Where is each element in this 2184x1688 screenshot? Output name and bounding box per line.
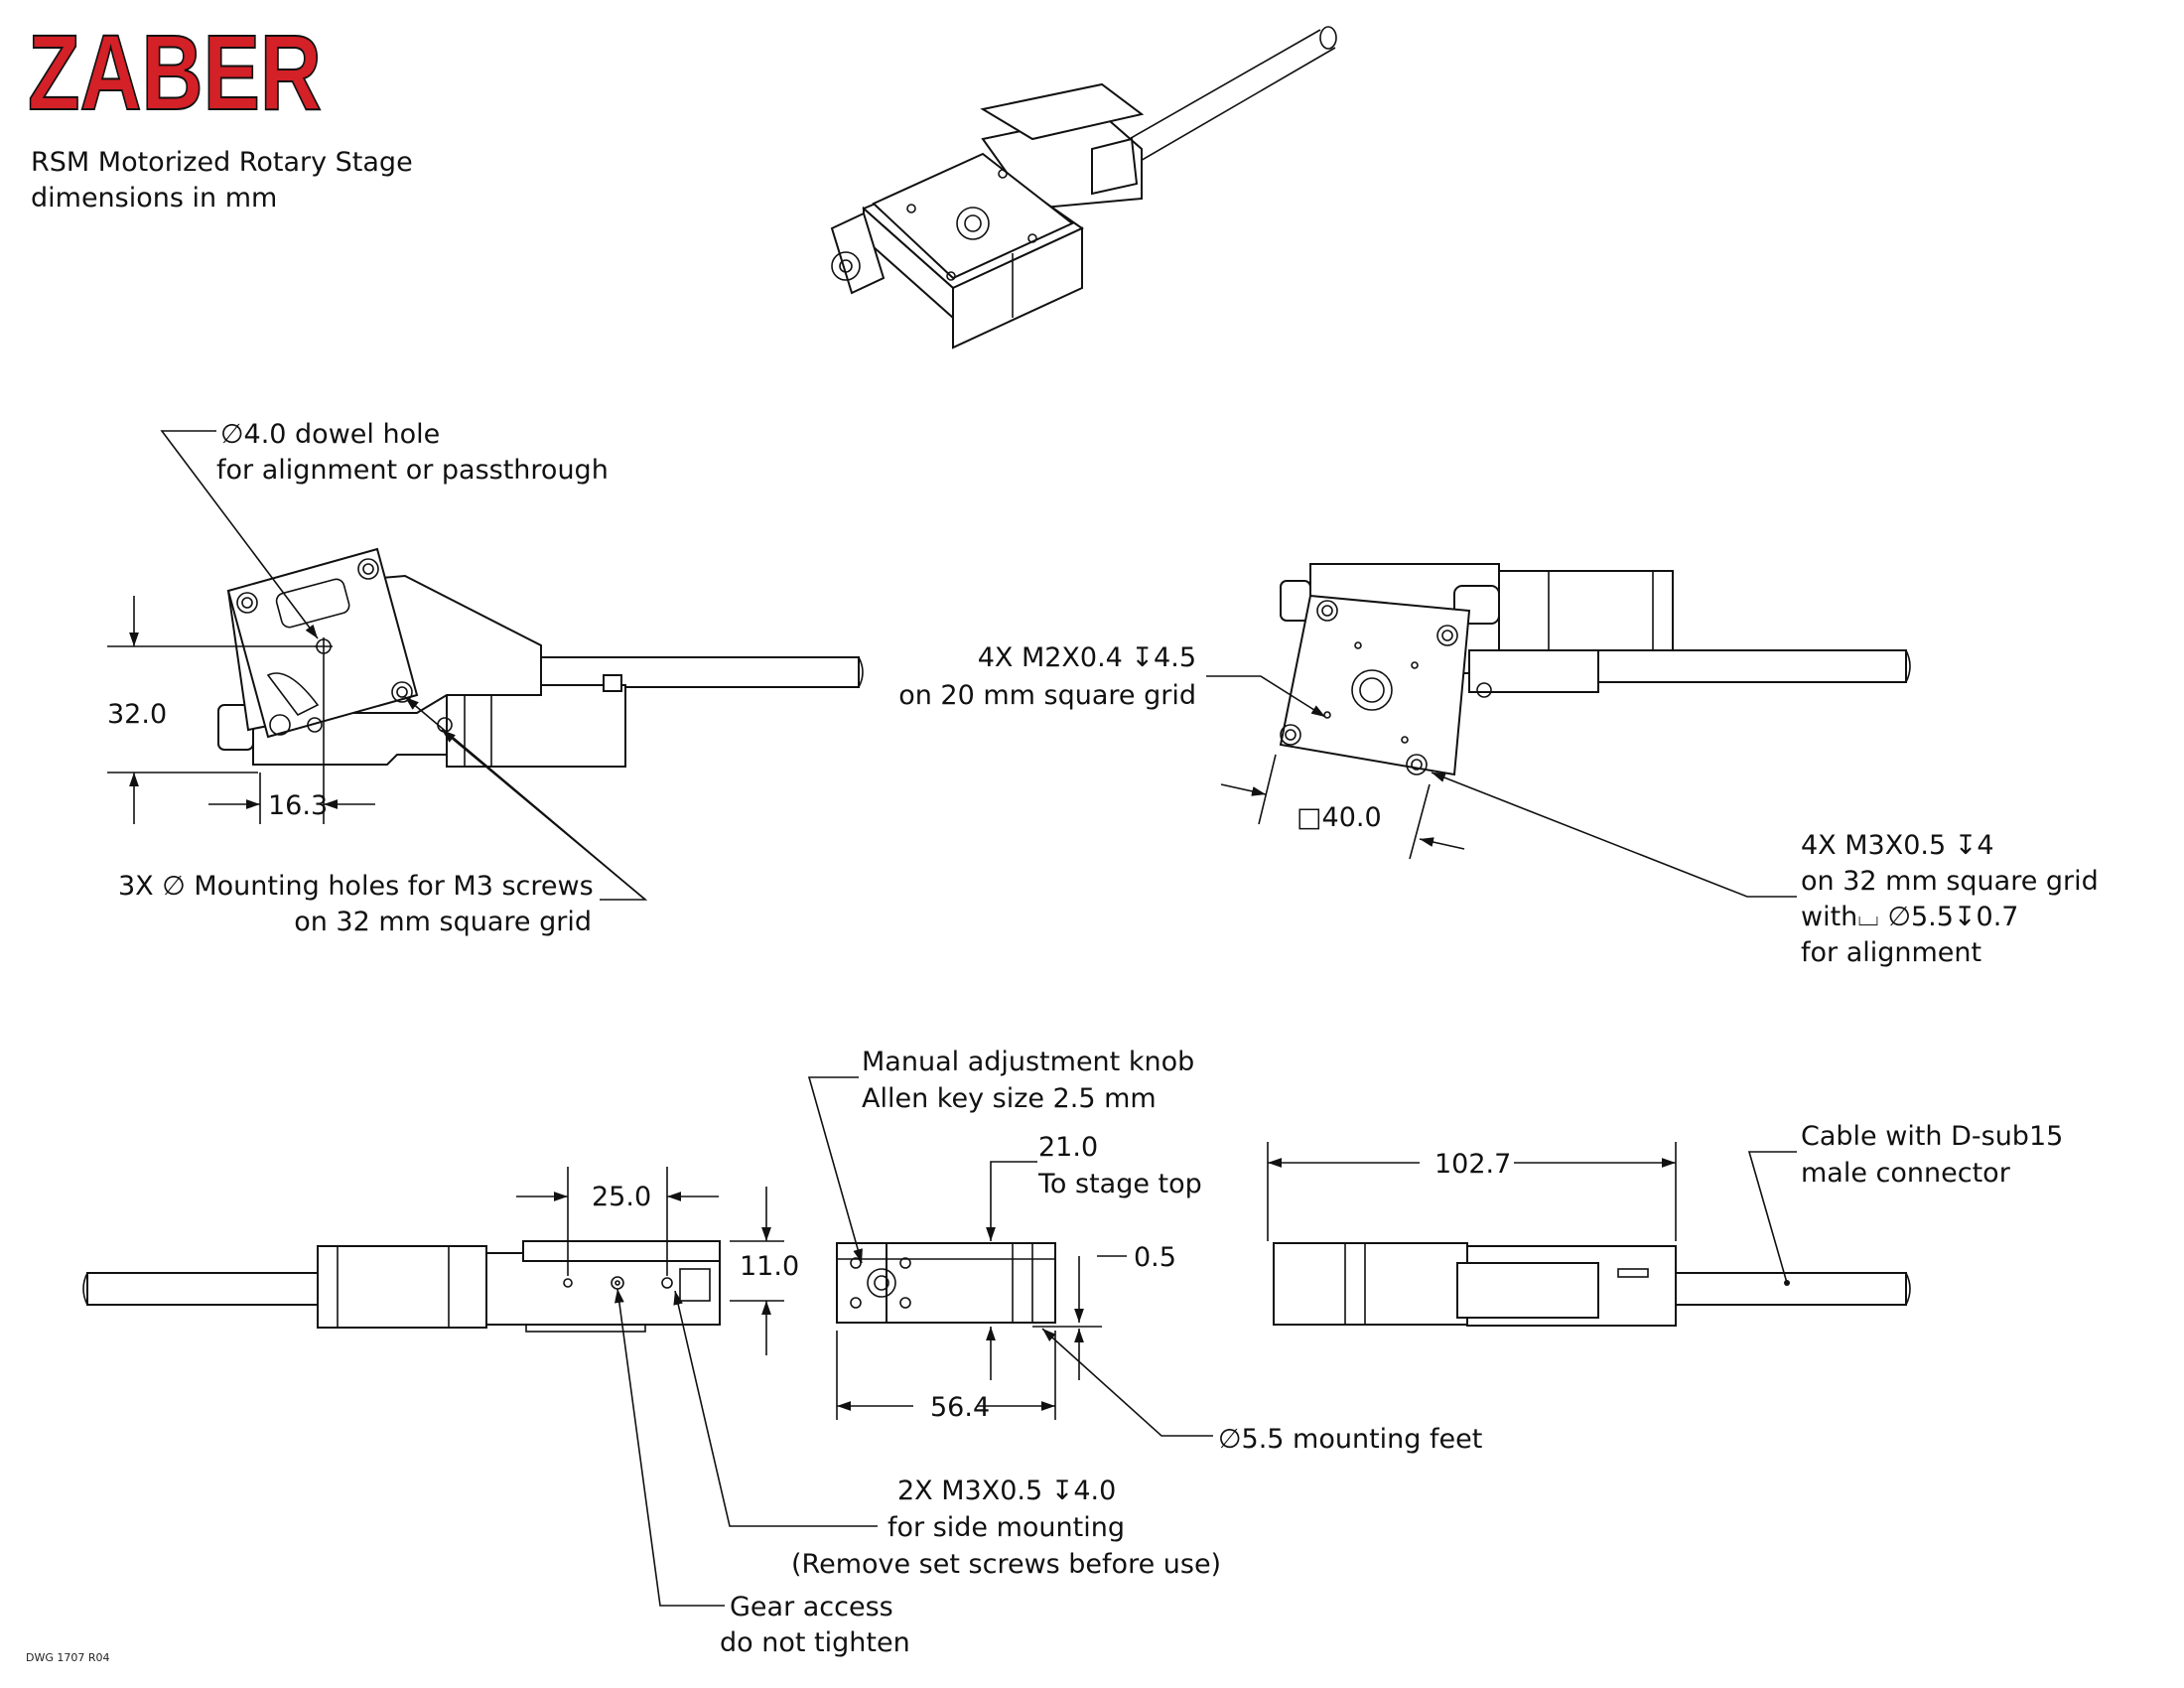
mounting-holes-label-line2: on 32 mm square grid [294,907,592,937]
m2-holes-label-line1: 4X M2X0.4 ↧4.5 [978,642,1196,673]
dim-offset-16-3: 16.3 [268,790,328,821]
isometric-view [830,26,1337,350]
zaber-logo: ZABER [27,11,323,133]
dim-height-32: 32.0 [107,699,167,730]
dim-square-40: □40.0 [1297,802,1382,833]
side-view-right [1273,1242,1911,1327]
dim-11: 11.0 [740,1251,799,1282]
m2-holes-label-line2: on 20 mm square grid [898,680,1196,711]
dowel-hole-label-line2: for alignment or passthrough [216,455,609,486]
mounting-holes-label-line1: 3X ∅ Mounting holes for M3 screws [118,871,594,902]
logo-text: ZABER [28,12,322,132]
dim-25: 25.0 [592,1182,651,1212]
side-left-dimensions: 25.0 11.0 [516,1167,878,1607]
cable-label-line1: Cable with D-sub15 [1801,1121,2063,1152]
dim-stage-top-21: 21.0 [1038,1132,1098,1163]
stage-top-label: To stage top [1037,1169,1202,1199]
side-front-dimensions: Manual adjustment knob Allen key size 2.… [720,1047,1482,1658]
top-view-right [1279,563,1911,776]
top-left-dimensions: 32.0 16.3 ∅4.0 dowel hole for alignment … [107,419,648,937]
cable-label-line2: male connector [1801,1158,2011,1189]
side-mount-label-line2: for side mounting [887,1512,1125,1543]
gear-access-label-line1: Gear access [730,1592,893,1622]
m3-holes-label-line2: on 32 mm square grid [1801,866,2099,897]
knob-label-line2: Allen key size 2.5 mm [862,1083,1157,1114]
side-right-dimensions: 102.7 Cable with D-sub15 male connector [1267,1121,2063,1286]
m3-holes-label-line3: with⌴ ∅5.5↧0.7 [1801,902,2019,932]
m3-holes-label-line4: for alignment [1801,937,1981,968]
dim-05: 0.5 [1134,1242,1176,1273]
drawing-number: DWG 1707 R04 [26,1651,110,1664]
dim-102-7: 102.7 [1434,1149,1511,1180]
m3-holes-label-line1: 4X M3X0.5 ↧4 [1801,830,1994,861]
drawing-title: RSM Motorized Rotary Stage [31,147,413,178]
dowel-hole-label-line1: ∅4.0 dowel hole [220,419,440,450]
side-mount-label-line3: (Remove set screws before use) [791,1549,1221,1580]
mounting-feet-label: ∅5.5 mounting feet [1218,1424,1482,1455]
side-view-front [836,1242,1102,1328]
top-view-left [217,547,864,768]
gear-access-label-line2: do not tighten [720,1627,910,1658]
side-mount-label-line1: 2X M3X0.5 ↧4.0 [897,1476,1116,1506]
top-right-dimensions: 4X M2X0.4 ↧4.5 on 20 mm square grid □40.… [898,642,2099,968]
dim-56-4: 56.4 [930,1392,990,1423]
units-note: dimensions in mm [31,183,277,213]
side-view-left [82,1240,721,1333]
knob-label-line1: Manual adjustment knob [862,1047,1194,1077]
